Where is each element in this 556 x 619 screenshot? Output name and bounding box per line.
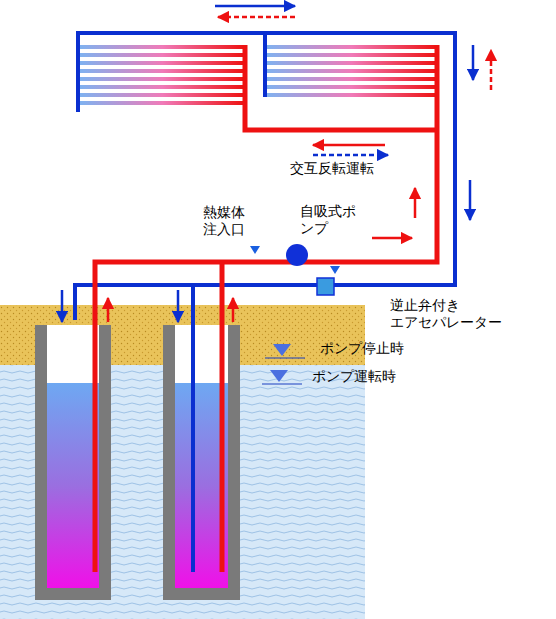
water-level-label: ポンプ運転時 (312, 368, 396, 385)
operation-note: 交互反転運転 (290, 160, 374, 177)
inlet-label: 熱媒体 注入口 (203, 204, 251, 238)
pump-label: 自吸式ポンプ (300, 203, 360, 237)
separator-label: 逆止弁付き エアセパレーター (390, 297, 550, 331)
water-level-label: ポンプ停止時 (320, 340, 404, 357)
